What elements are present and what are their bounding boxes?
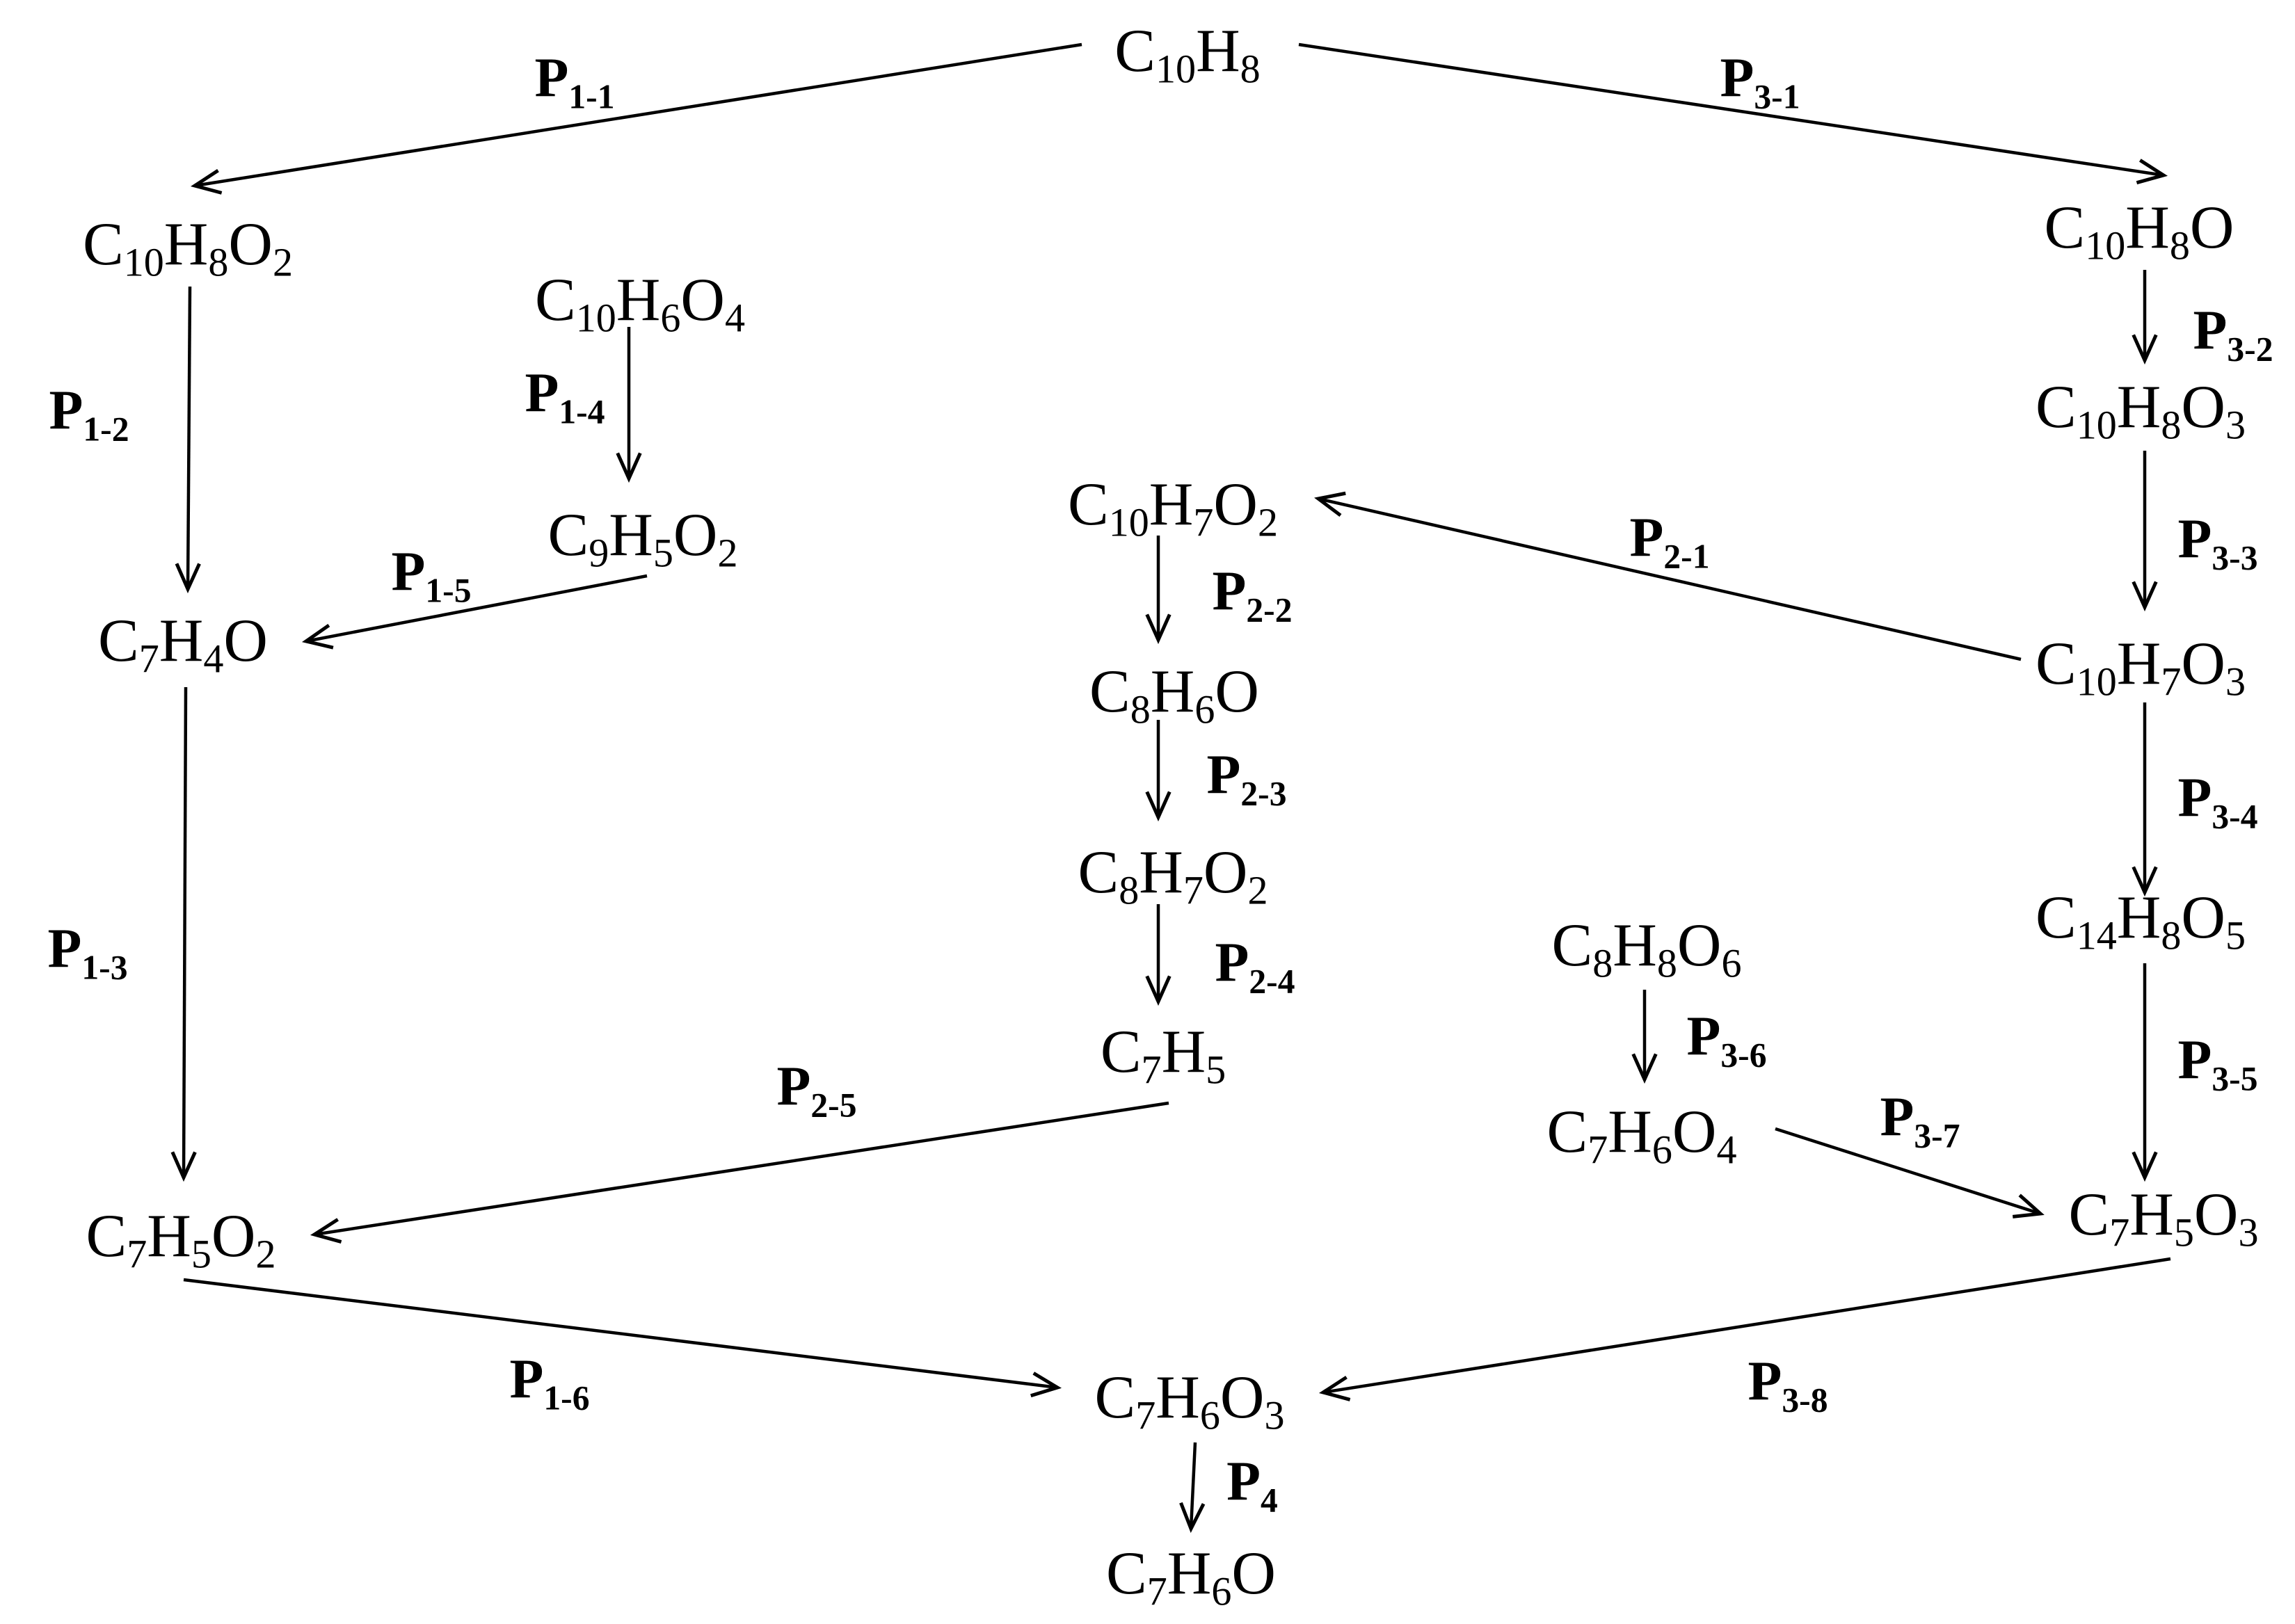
compound-c10h8o3: C10H8O3: [2036, 373, 2246, 448]
arrow-p2-3: [1145, 720, 1172, 822]
arrow-p1-2: [175, 286, 201, 594]
arrow-p1-1: [190, 42, 1082, 195]
arrow-p3-7: [1775, 1127, 2045, 1219]
arrow-p3-6: [1631, 990, 1658, 1084]
pathway-label-p1-5: P1-5: [391, 541, 472, 610]
pathway-label-p3-3: P3-3: [2177, 508, 2258, 577]
compound-c8h7o2: C8H7O2: [1078, 839, 1268, 913]
arrow-p2-4: [1145, 904, 1172, 1006]
compound-c8h8o6: C8H8O6: [1551, 912, 1742, 986]
compound-c9h5o2: C9H5O2: [547, 501, 738, 576]
pathway-label-p2-2: P2-2: [1212, 561, 1293, 629]
compound-c10h6o4: C10H6O4: [535, 266, 745, 341]
pathway-label-p1-2: P1-2: [49, 380, 129, 449]
arrow-p1-5: [301, 574, 648, 650]
pathway-label-p3-7: P3-7: [1880, 1086, 1960, 1155]
pathway-label-p1-1: P1-1: [534, 47, 615, 116]
pathway-label-p1-3: P1-3: [47, 918, 128, 987]
arrow-p3-1: [1298, 42, 2168, 185]
arrow-p3-8: [1318, 1257, 2171, 1401]
compound-c7h5o2: C7H5O2: [86, 1203, 276, 1277]
pathway-label-p3-5: P3-5: [2177, 1029, 2258, 1098]
compound-c10h8o: C10H8O: [2044, 194, 2234, 268]
compound-c7h5o3: C7H5O3: [2068, 1181, 2259, 1255]
arrow-p1-6: [183, 1278, 1062, 1398]
arrow-p2-5: [310, 1101, 1169, 1244]
arrow-p2-1: [1314, 491, 2022, 661]
compound-c7h6o4: C7H6O4: [1546, 1098, 1737, 1173]
arrow-p1-4: [616, 327, 642, 483]
compound-c7h6o3: C7H6O3: [1094, 1364, 1285, 1438]
pathway-label-p2-1: P2-1: [1629, 507, 1710, 576]
pathway-label-p1-4: P1-4: [525, 362, 605, 431]
compound-c10h8o2: C10H8O2: [83, 211, 293, 285]
pathway-label-p3-1: P3-1: [1720, 47, 1800, 116]
arrow-p3-5: [2132, 963, 2158, 1182]
arrow-p3-4: [2132, 702, 2158, 897]
arrow-p4: [1179, 1442, 1206, 1534]
arrow-p2-2: [1145, 536, 1172, 645]
pathway-label-p2-4: P2-4: [1215, 932, 1295, 1001]
compound-c8h6o: C8H6O: [1089, 658, 1259, 732]
pathway-label-p3-6: P3-6: [1686, 1006, 1767, 1075]
pathway-label-p2-5: P2-5: [776, 1056, 857, 1125]
arrow-p3-2: [2132, 270, 2158, 365]
compound-c10h7o3: C10H7O3: [2036, 630, 2246, 705]
pathway-label-p4: P4: [1226, 1451, 1278, 1520]
compound-c7h5: C7H5: [1100, 1018, 1226, 1093]
pathway-label-p3-8: P3-8: [1748, 1351, 1828, 1420]
pathway-label-p1-6: P1-6: [509, 1349, 590, 1417]
compound-c10h8: C10H8: [1114, 17, 1261, 92]
pathway-label-p2-3: P2-3: [1206, 744, 1287, 813]
pathway-label-p3-4: P3-4: [2177, 767, 2258, 836]
compound-c7h6o: C7H6O: [1106, 1540, 1276, 1614]
compound-c7h4o: C7H4O: [98, 607, 268, 682]
arrow-p1-3: [170, 686, 197, 1182]
arrow-p3-3: [2132, 451, 2158, 612]
compound-c10h7o2: C10H7O2: [1068, 471, 1278, 545]
compound-c14h8o5: C14H8O5: [2036, 884, 2246, 958]
pathway-label-p3-2: P3-2: [2193, 300, 2273, 369]
